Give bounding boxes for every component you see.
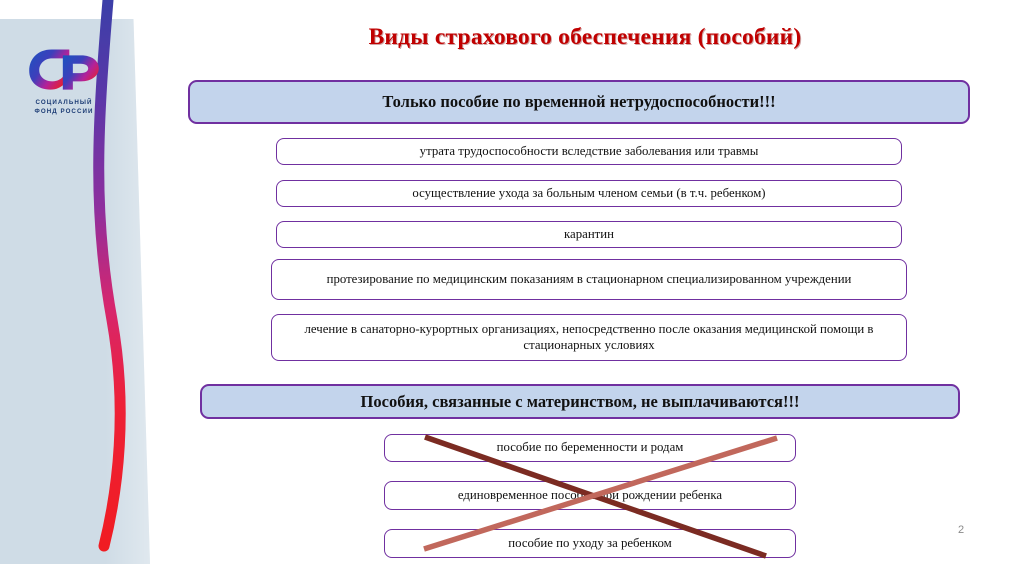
page-number: 2 <box>958 524 965 536</box>
list-item: осуществление ухода за больным членом се… <box>276 180 902 207</box>
sfr-logo-icon <box>29 49 99 90</box>
list-item: лечение в санаторно-курортных организаци… <box>271 314 907 361</box>
section-banner-maternity-not-paid: Пособия, связанные с материнством, не вы… <box>200 384 960 419</box>
list-item: протезирование по медицинским показаниям… <box>271 259 907 300</box>
logo-block: СОЦИАЛЬНЫЙ ФОНД РОССИИ <box>16 46 112 116</box>
page-title: Виды страхового обеспечения (пособий) <box>368 24 802 50</box>
list-item: пособие по беременности и родам <box>384 434 796 462</box>
list-item: карантин <box>276 221 902 248</box>
list-item: единовременное пособие при рождении ребе… <box>384 481 796 510</box>
list-item: пособие по уходу за ребенком <box>384 529 796 558</box>
section-banner-temporary-disability: Только пособие по временной нетрудоспосо… <box>188 80 970 124</box>
list-item: утрата трудоспособности вследствие забол… <box>276 138 902 165</box>
gradient-ribbon-decoration <box>93 0 126 552</box>
logo-caption: СОЦИАЛЬНЫЙ ФОНД РОССИИ <box>34 99 94 115</box>
sidebar-panel <box>0 19 150 564</box>
